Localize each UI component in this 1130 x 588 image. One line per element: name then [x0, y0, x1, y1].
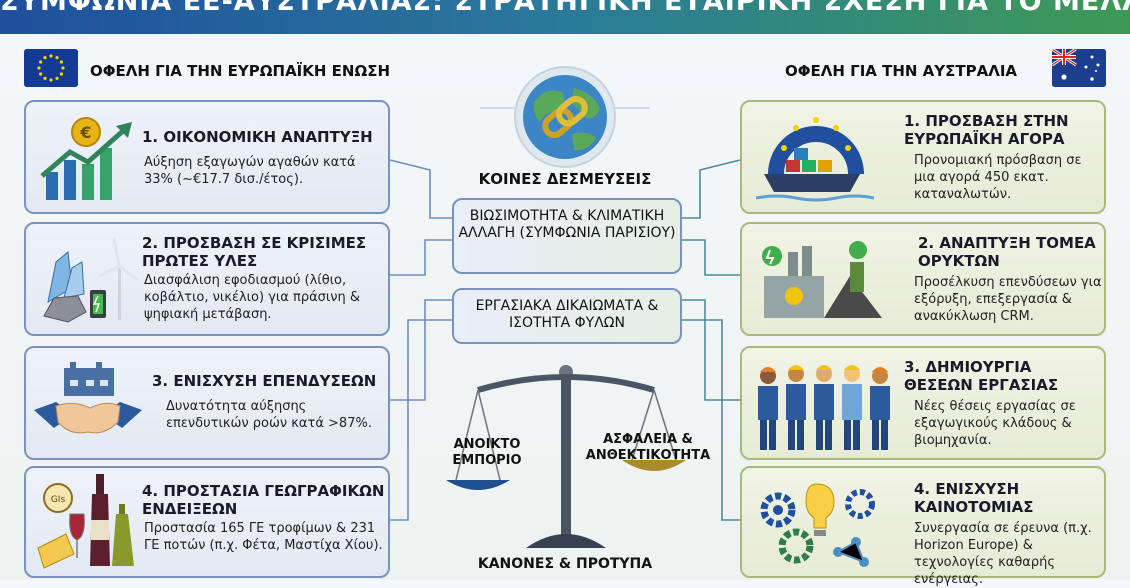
eu-flag-icon — [24, 49, 78, 87]
au-card-jobs: 3. ΔΗΜΙΟΥΡΓΙΑ ΘΕΣΕΩΝ ΕΡΓΑΣΙΑΣ Νέες θέσει… — [740, 346, 1106, 460]
shared-commitments-heading: ΚΟΙΝΕΣ ΔΕΣΜΕΥΣΕΙΣ — [478, 170, 652, 188]
card-body: Προσέλκυση επενδύσεων για εξόρυξη, επεξε… — [914, 275, 1102, 324]
card-title: 3. ΕΝΙΣΧΥΣΗ ΕΠΕΝΔΥΣΕΩΝ — [152, 372, 377, 390]
card-body: Συνεργασία σε έρευνα (π.χ. Horizon Europ… — [914, 521, 1092, 587]
gears-lightbulb-icon — [760, 483, 875, 567]
commitment-labour-rights: ΕΡΓΑΣΙΑΚΑ ΔΙΚΑΙΩΜΑΤΑ & ΙΣΟΤΗΤΑ ΦΥΛΩΝ — [452, 288, 682, 344]
page-title: ΣΥΜΦΩΝΙΑ ΕΕ-ΑΥΣΤΡΑΛΙΑΣ: ΣΤΡΑΤΗΓΙΚΗ ΕΤΑΙΡ… — [0, 0, 1130, 17]
card-title: 4. ΕΝΙΣΧΥΣΗ ΚΑΙΝΟΤΟΜΙΑΣ — [914, 480, 1034, 516]
card-title: 1. ΟΙΚΟΝΟΜΙΚΗ ΑΝΑΠΤΥΞΗ — [142, 128, 373, 146]
rules-standards-label: ΚΑΝΟΝΕΣ & ΠΡΟΤΥΠΑ — [477, 556, 653, 572]
card-body: Προστασία 165 ΓΕ τροφίμων & 231 ΓΕ ποτών… — [144, 521, 383, 553]
card-title: 3. ΔΗΜΙΟΥΡΓΙΑ ΘΕΣΕΩΝ ΕΡΓΑΣΙΑΣ — [904, 358, 1059, 394]
card-body: Νέες θέσεις εργασίας σε εξαγωγικούς κλάδ… — [914, 399, 1076, 448]
au-card-minerals: 2. ΑΝΑΠΤΥΞΗ ΤΟΜΕΑ ΟΡΥΚΤΩΝ Προσέλκυση επε… — [740, 222, 1106, 336]
australia-benefits-heading: ΟΦΕΛΗ ΓΙΑ ΤΗΝ ΑΥΣΤΡΑΛΙΑ — [785, 62, 1018, 80]
card-title: 1. ΠΡΟΣΒΑΣΗ ΣΤΗΝ ΕΥΡΩΠΑΪΚΗ ΑΓΟΡΑ — [904, 112, 1069, 148]
mining-plant-icon — [762, 241, 882, 318]
card-title: 4. ΠΡΟΣΤΑΣΙΑ ΓΕΩΓΡΑΦΙΚΩΝ ΕΝΔΕΙΞΕΩΝ — [142, 482, 385, 518]
card-body: Διασφάλιση εφοδιασμού (λίθιο, κοβάλτιο, … — [144, 273, 361, 322]
commitment-sustainability: ΒΙΩΣΙΜΟΤΗΤΑ & ΚΛΙΜΑΤΙΚΗ ΑΛΛΑΓΗ (ΣΥΜΦΩΝΙΑ… — [452, 198, 682, 274]
workers-icon — [758, 365, 890, 450]
eu-card-geographical-indications: GIs 4. ΠΡΟΣΤΑΣΙΑ ΓΕΩΓΡΑΦΙΚΩΝ ΕΝΔΕΙΞΕΩΝ Π… — [24, 466, 390, 578]
title-banner: ΣΥΜΦΩΝΙΑ ΕΕ-ΑΥΣΤΡΑΛΙΑΣ: ΣΤΡΑΤΗΓΙΚΗ ΕΤΑΙΡ… — [0, 0, 1130, 34]
ship-eu-stars-icon — [756, 117, 874, 202]
scale-label-open-trade: ΑΝΟΙΚΤΟ ΕΜΠΟΡΙΟ — [452, 437, 522, 468]
growth-chart-icon: € — [40, 117, 132, 200]
cheese-wine-oil-icon: GIs — [37, 474, 134, 569]
au-card-innovation: 4. ΕΝΙΣΧΥΣΗ ΚΑΙΝΟΤΟΜΙΑΣ Συνεργασία σε έρ… — [740, 466, 1106, 587]
crystals-windturbine-icon — [43, 237, 138, 323]
australia-flag-icon — [1052, 49, 1106, 87]
eu-card-investment: 3. ΕΝΙΣΧΥΣΗ ΕΠΕΝΔΥΣΕΩΝ Δυνατότητα αύξηση… — [24, 346, 390, 460]
card-title: 2. ΑΝΑΠΤΥΞΗ ΤΟΜΕΑ ΟΡΥΚΤΩΝ — [918, 234, 1096, 270]
balance-scale-icon — [446, 365, 686, 548]
card-body: Προνομιακή πρόσβαση σε μια αγορά 450 εκα… — [914, 153, 1082, 202]
au-card-eu-market-access: 1. ΠΡΟΣΒΑΣΗ ΣΤΗΝ ΕΥΡΩΠΑΪΚΗ ΑΓΟΡΑ Προνομι… — [740, 100, 1106, 214]
svg-text:GIs: GIs — [51, 495, 66, 505]
card-title: 2. ΠΡΟΣΒΑΣΗ ΣΕ ΚΡΙΣΙΜΕΣ ΠΡΩΤΕΣ ΥΛΕΣ — [142, 234, 367, 270]
card-body: Αύξηση εξαγωγών αγαθών κατά 33% (~€17.7 … — [144, 155, 356, 187]
eu-card-raw-materials: 2. ΠΡΟΣΒΑΣΗ ΣΕ ΚΡΙΣΙΜΕΣ ΠΡΩΤΕΣ ΥΛΕΣ Διασ… — [24, 222, 390, 336]
handshake-factory-icon — [34, 362, 142, 434]
card-body: Δυνατότητα αύξησης επενδυτικών ροών κατά… — [166, 399, 372, 431]
svg-text:€: € — [79, 123, 91, 142]
eu-benefits-heading: ΟΦΕΛΗ ΓΙΑ ΤΗΝ ΕΥΡΩΠΑΪΚΗ ΕΝΩΣΗ — [90, 62, 391, 80]
globe-link-icon — [514, 66, 616, 168]
eu-card-economic-growth: € 1. ΟΙΚΟΝΟΜΙΚΗ ΑΝΑΠΤΥΞΗ Αύξηση εξαγωγών… — [24, 100, 390, 214]
scale-label-security: ΑΣΦΑΛΕΙΑ & ΑΝΘΕΚΤΙΚΟΤΗΤΑ — [585, 432, 711, 463]
